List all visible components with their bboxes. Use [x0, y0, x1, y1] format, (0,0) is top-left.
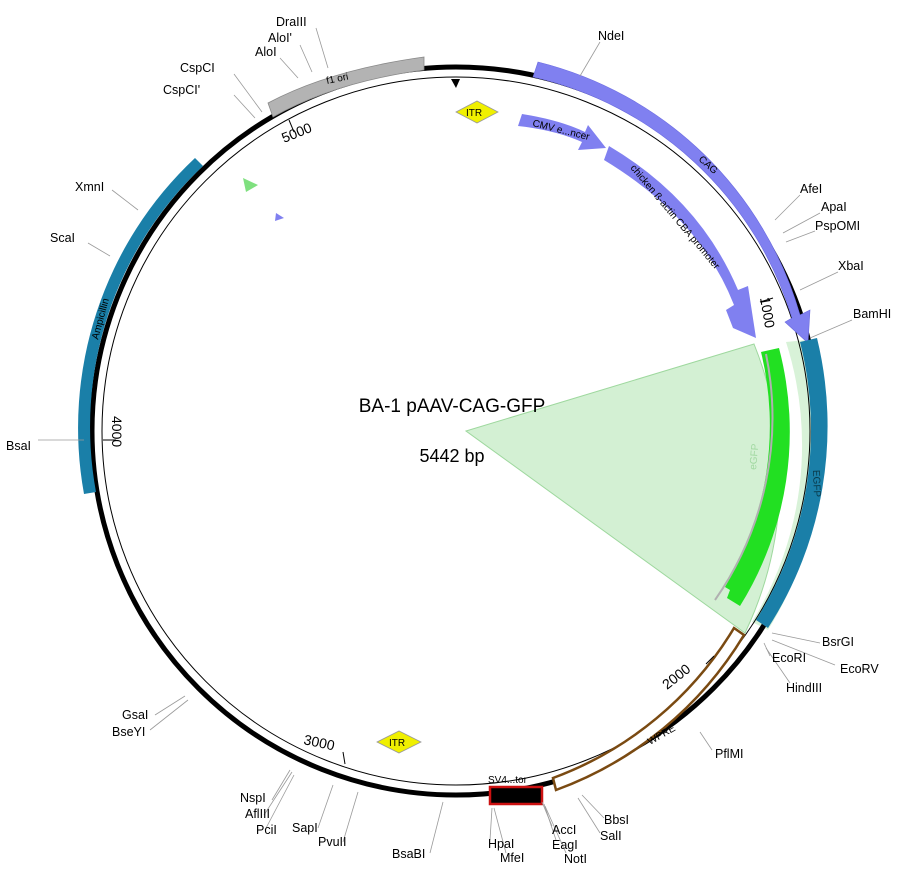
egfp-inner-feature[interactable]: [725, 348, 790, 606]
site-bsabi[interactable]: BsaBI: [392, 847, 425, 861]
site-cspci[interactable]: CspCI: [180, 61, 215, 75]
site-bbsi[interactable]: BbsI: [604, 813, 629, 827]
itr-bottom-label: ITR: [389, 738, 405, 749]
green-marker: [243, 178, 258, 192]
site-sali[interactable]: SalI: [600, 829, 622, 843]
site-aflii[interactable]: AflIII: [245, 807, 270, 821]
site-pspomi[interactable]: PspOMI: [815, 219, 860, 233]
site-eagi[interactable]: EagI: [552, 838, 578, 852]
site-bseyi[interactable]: BseYI: [112, 725, 145, 739]
cba-label: chicken ß-actin CBA promoter: [628, 163, 722, 272]
site-hindiii[interactable]: HindIII: [786, 681, 822, 695]
tick-label-3000: 3000: [302, 731, 336, 753]
site-hpai[interactable]: HpaI: [488, 837, 514, 851]
site-ecori[interactable]: EcoRI: [772, 651, 806, 665]
backbone-inner-ring: [101, 76, 811, 786]
site-pflmi[interactable]: PflMI: [715, 747, 743, 761]
site-bsai[interactable]: BsaI: [6, 439, 31, 453]
site-pvuii[interactable]: PvuII: [318, 835, 347, 849]
site-gsai[interactable]: GsaI: [122, 708, 148, 722]
tick-label-1000: 1000: [757, 296, 778, 330]
site-pcii[interactable]: PciI: [256, 823, 277, 837]
site-acci[interactable]: AccI: [552, 823, 576, 837]
tick-mark-3000: [342, 751, 346, 765]
site-apai[interactable]: ApaI: [821, 200, 847, 214]
tick-label-4000: 4000: [109, 416, 125, 447]
ampicillin-feature[interactable]: [78, 158, 203, 494]
origin-marker: [451, 79, 460, 88]
site-nspi[interactable]: NspI: [240, 791, 266, 805]
site-afei[interactable]: AfeI: [800, 182, 822, 196]
site-mfei[interactable]: MfeI: [500, 851, 524, 865]
plasmid-size: 5442 bp: [419, 446, 484, 466]
sv40-feature[interactable]: [488, 785, 544, 806]
site-xmni[interactable]: XmnI: [75, 180, 104, 194]
itr-top-feature[interactable]: [455, 100, 499, 124]
f1-ori-feature[interactable]: [267, 56, 425, 118]
sv40-label: SV4...tor: [488, 775, 528, 786]
site-sapi[interactable]: SapI: [292, 821, 318, 835]
site-aloi2[interactable]: AloI': [268, 31, 292, 45]
site-bamhi[interactable]: BamHI: [853, 307, 891, 321]
tick-mark-1000: [759, 297, 774, 303]
f1-ori-label: f1 ori: [325, 72, 349, 87]
site-leader-lines: [38, 27, 853, 854]
egfp-inner-track: [714, 353, 774, 601]
cag-feature[interactable]: [532, 61, 811, 344]
tick-label-5000: 5000: [279, 119, 314, 146]
site-ecorv[interactable]: EcoRV: [840, 662, 879, 676]
wpre-feature[interactable]: [551, 626, 746, 792]
site-noti[interactable]: NotI: [564, 852, 587, 866]
egfp-selection-band: [752, 340, 822, 630]
cmv-label: CMV e...ncer: [531, 118, 591, 143]
site-drai[interactable]: DraIII: [276, 15, 307, 29]
site-aloi[interactable]: AloI: [255, 45, 277, 59]
site-cspci2[interactable]: CspCI': [163, 83, 200, 97]
site-ndei[interactable]: NdeI: [598, 29, 624, 43]
site-xbai[interactable]: XbaI: [838, 259, 864, 273]
site-bsrgi[interactable]: BsrGI: [822, 635, 854, 649]
plasmid-name: BA-1 pAAV-CAG-GFP: [359, 396, 546, 417]
egfp-feature[interactable]: [756, 338, 828, 628]
tick-mark-2000: [705, 655, 715, 665]
itr-bottom-feature[interactable]: [376, 730, 422, 754]
blue-marker: [275, 213, 284, 221]
cmv-enhancer-feature[interactable]: [518, 114, 606, 150]
egfp-inner-label: eGFP: [748, 443, 761, 470]
itr-top-label: ITR: [466, 108, 482, 119]
cba-promoter-feature[interactable]: [604, 146, 756, 338]
tick-mark-5000: [288, 119, 295, 133]
site-scai[interactable]: ScaI: [50, 231, 75, 245]
egfp-label: EGFP: [810, 470, 822, 498]
